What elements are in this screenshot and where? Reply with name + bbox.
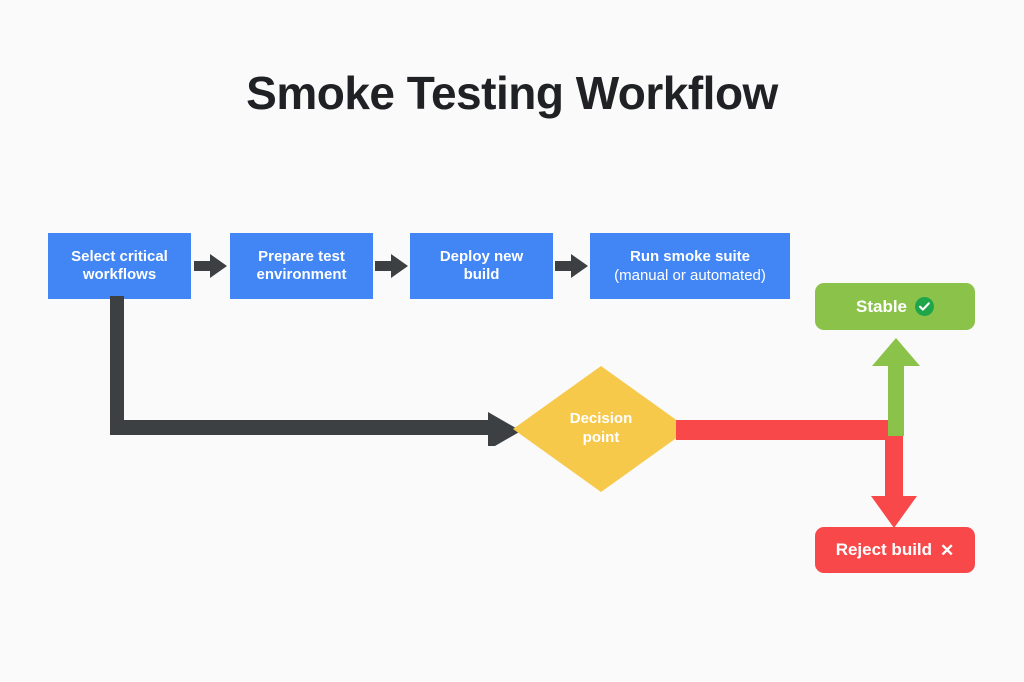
process-box-run-smoke-suite[interactable]: Run smoke suite (manual or automated): [590, 233, 790, 299]
decision-to-stable-connector: [872, 338, 920, 436]
process-box-sublabel: (manual or automated): [614, 266, 766, 284]
process-box-prepare-test-environment[interactable]: Prepare test environment: [230, 233, 373, 299]
step-arrow-icon: [194, 254, 227, 278]
process-box-label: Run smoke suite: [629, 247, 751, 265]
step-arrow-icon: [375, 254, 408, 278]
process-box-deploy-new-build[interactable]: Deploy new build: [410, 233, 553, 299]
process-box-select-critical-workflows[interactable]: Select critical workflows: [48, 233, 191, 299]
process-box-label: Select critical workflows: [71, 248, 168, 283]
page-title: Smoke Testing Workflow: [246, 67, 778, 119]
check-circle-icon: [915, 297, 935, 316]
elbow-connector-to-decision: [110, 296, 521, 446]
outcome-box-reject-build[interactable]: Reject build ✕: [815, 527, 975, 573]
process-box-label: Deploy new build: [439, 248, 524, 283]
decision-to-reject-connector: [676, 420, 917, 528]
outcome-label: Reject build: [835, 540, 933, 559]
decision-diamond[interactable]: [511, 364, 691, 494]
close-x-icon: ✕: [940, 540, 955, 560]
process-box-label: Prepare test environment: [256, 248, 347, 283]
outcome-label: Stable: [855, 296, 908, 316]
step-arrow-icon: [555, 254, 588, 278]
outcome-box-stable[interactable]: Stable: [815, 283, 975, 330]
